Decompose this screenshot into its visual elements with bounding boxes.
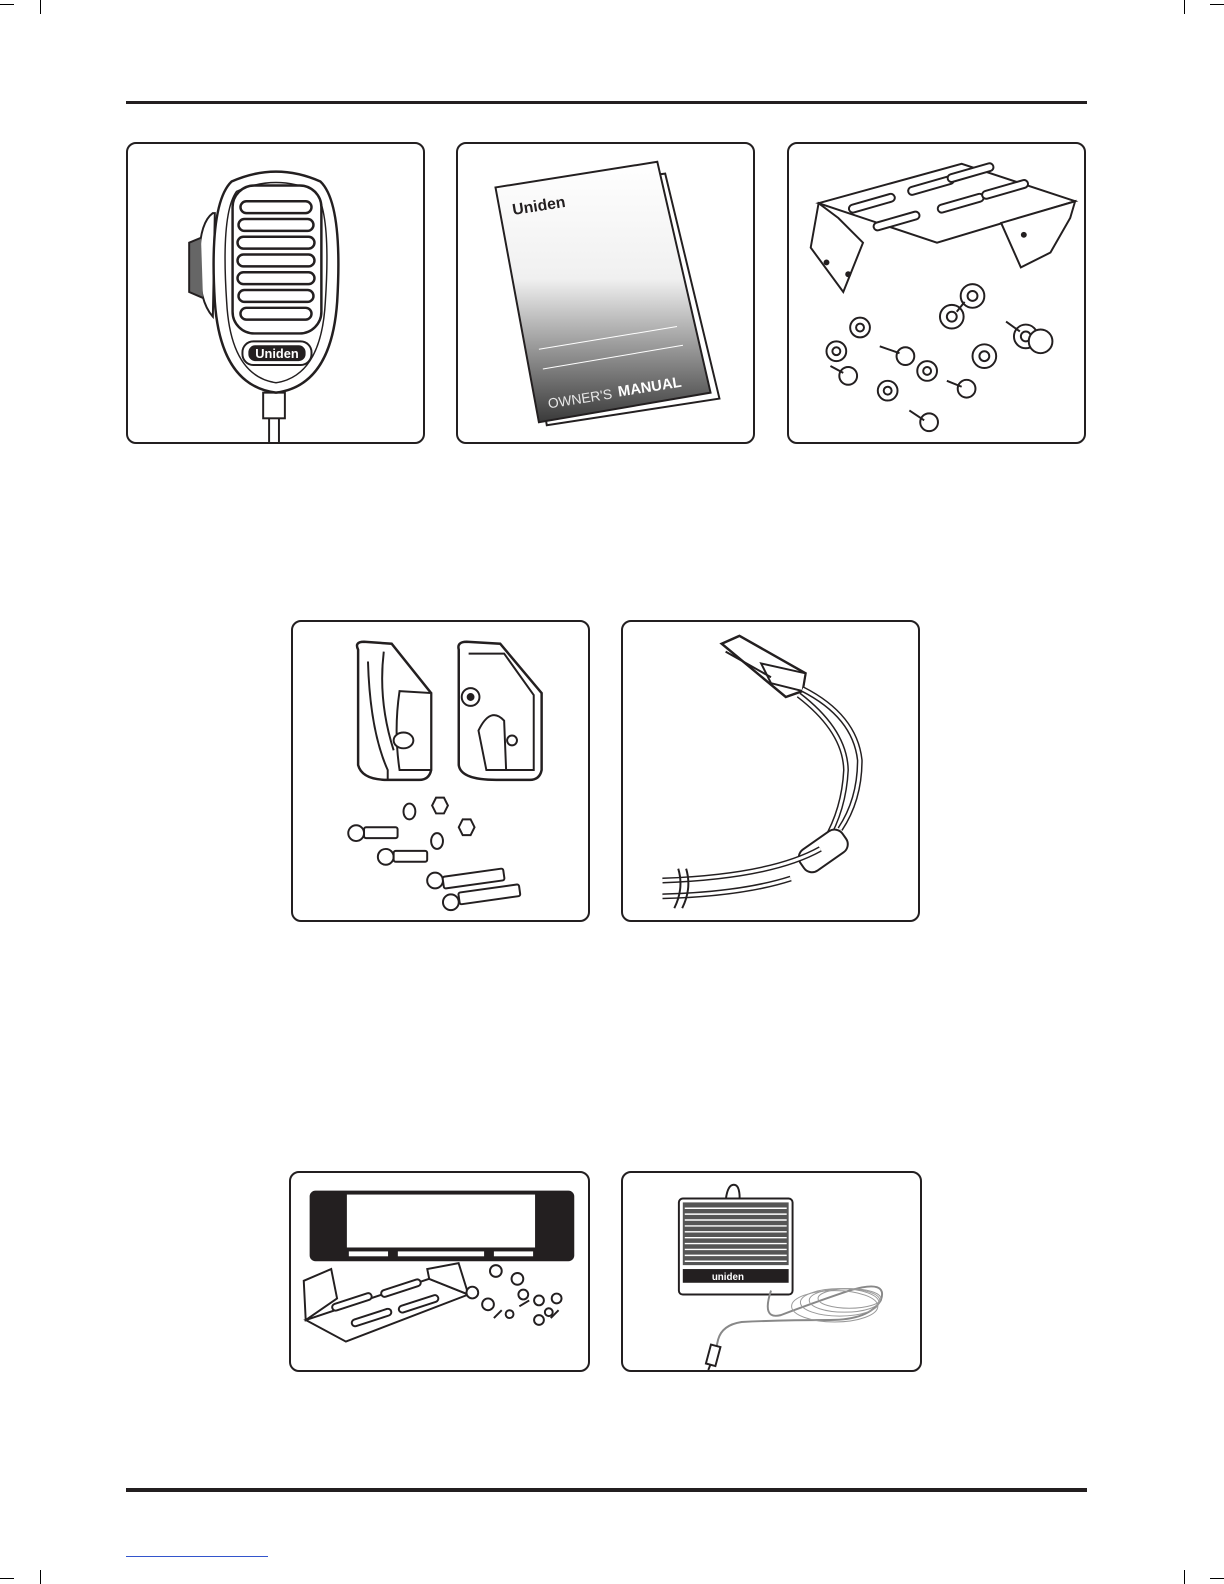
manual-icon: Uniden OWNER'S MANUAL bbox=[458, 144, 753, 442]
panel-bracket-kit-panel bbox=[289, 1171, 590, 1372]
crop-mark bbox=[1184, 0, 1185, 14]
owners-manual-panel: Uniden OWNER'S MANUAL bbox=[456, 142, 755, 444]
speaker-brand-logo: uniden bbox=[712, 1272, 744, 1283]
panel-bracket-icon bbox=[291, 1173, 588, 1370]
speaker-icon: uniden bbox=[623, 1173, 920, 1370]
crop-mark bbox=[40, 1570, 41, 1584]
external-speaker-panel: uniden bbox=[621, 1171, 922, 1372]
crop-mark bbox=[1210, 1578, 1224, 1579]
mic-hanger-panel bbox=[291, 620, 590, 922]
crop-mark bbox=[0, 1578, 14, 1579]
crop-mark bbox=[0, 4, 14, 5]
bracket-with-screws-icon bbox=[789, 144, 1084, 442]
footer-link-underline bbox=[126, 1556, 268, 1557]
header-rule bbox=[126, 101, 1087, 104]
mounting-bracket-panel bbox=[787, 142, 1086, 444]
microphone-brand-logo: Uniden bbox=[255, 346, 299, 361]
crop-mark bbox=[1184, 1570, 1185, 1584]
power-cord-icon bbox=[623, 622, 918, 920]
power-cord-panel bbox=[621, 620, 920, 922]
crop-mark bbox=[1210, 4, 1224, 5]
footer-rule bbox=[126, 1488, 1087, 1492]
microphone-icon: Uniden bbox=[128, 144, 423, 442]
microphone-panel: Uniden bbox=[126, 142, 425, 444]
crop-mark bbox=[40, 0, 41, 14]
mic-hanger-icon bbox=[293, 622, 588, 920]
